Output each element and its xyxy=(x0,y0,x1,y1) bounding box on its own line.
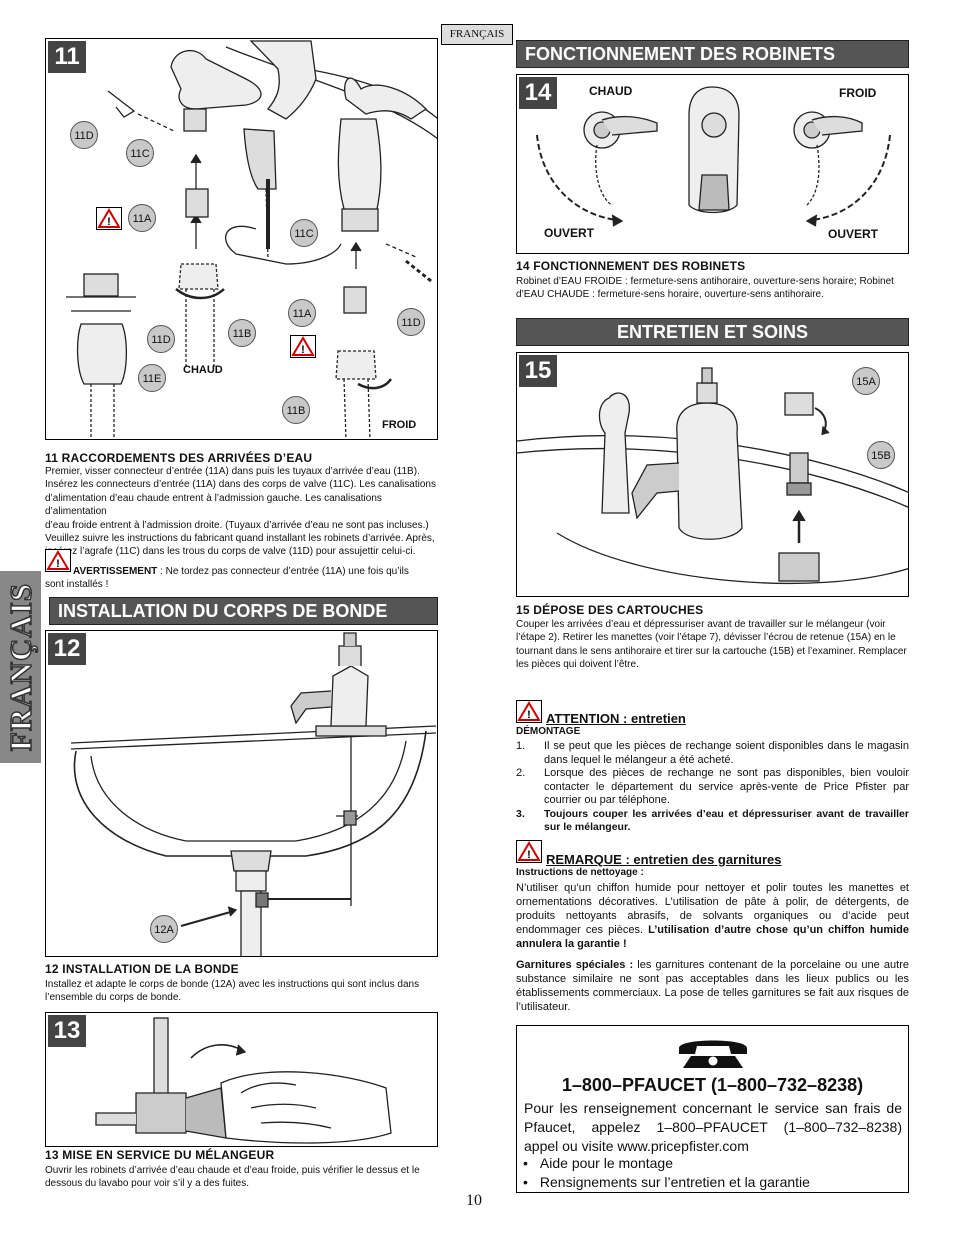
cartridge-removal-illustration xyxy=(517,367,908,585)
step-13-figure: 13 xyxy=(45,1012,438,1147)
callout-11e: 11E xyxy=(138,364,166,392)
callout-11c-right: 11C xyxy=(290,219,318,247)
step-number: 15 xyxy=(519,355,557,387)
page-number: 10 xyxy=(466,1192,482,1209)
step-number: 13 xyxy=(48,1015,86,1047)
step-number: 12 xyxy=(48,633,86,665)
warning-icon: ! xyxy=(96,207,122,230)
label-hot: CHAUD xyxy=(589,84,633,98)
drain-illustration xyxy=(70,632,437,956)
language-tab: FRANÇAIS xyxy=(441,24,513,45)
callout-11b: 11B xyxy=(228,319,256,347)
contact-box: 1–800–PFAUCET (1–800–732–8238) Pour les … xyxy=(516,1025,909,1193)
label-cold: FROID xyxy=(839,86,877,100)
phone-title: 1–800–PFAUCET (1–800–732–8238) xyxy=(561,1075,864,1095)
contact-bullet: •Rensignements sur l’entretien et la gar… xyxy=(523,1174,810,1190)
side-language-tab: FRANÇAIS xyxy=(0,571,41,763)
step-number: 14 xyxy=(519,77,557,109)
step-11-caption-text: Premier, visser connecteur d’entrée (11A… xyxy=(45,466,436,558)
step-number: 11 xyxy=(48,41,86,73)
section-header-drain: INSTALLATION DU CORPS DE BONDE xyxy=(49,597,438,625)
remarque-title: REMARQUE : entretien des garnitures xyxy=(546,852,782,867)
step-13-caption-text: Ouvrir les robinets d’arrivée d’eau chau… xyxy=(45,1165,420,1190)
svg-text:!: ! xyxy=(527,849,531,861)
section-header-operation: FONCTIONNEMENT DES ROBINETS xyxy=(516,40,909,68)
step-14-caption-text: Robinet d’EAU FROIDE : fermeture-sens an… xyxy=(516,276,894,301)
step-12-caption-title: 12 INSTALLATION DE LA BONDE xyxy=(45,962,239,976)
warning-icon: ! xyxy=(516,700,542,723)
step-14-caption-title: 14 FONCTIONNEMENT DES ROBINETS xyxy=(516,259,746,273)
callout-11a-right: 11A xyxy=(288,299,316,327)
step-11-caption-title: 11 RACCORDEMENTS DES ARRIVÉES D’EAU xyxy=(45,451,313,465)
attention-title: ATTENTION : entretien xyxy=(546,711,686,726)
contact-bullet: •Aide pour le montage xyxy=(523,1155,673,1171)
shutoff-valve-illustration xyxy=(95,1017,392,1144)
section-header-care: ENTRETIEN ET SOINS xyxy=(516,318,909,346)
callout-11c: 11C xyxy=(126,139,154,167)
contact-text: Pour les renseignement concernant le ser… xyxy=(524,1100,902,1154)
water-supply-illustration xyxy=(66,40,437,439)
callout-11d-low: 11D xyxy=(147,325,175,353)
step-14-figure: 14 CHAUD FROID OUVERT OUVERT xyxy=(516,74,909,254)
label-cold: FROID xyxy=(382,419,417,431)
step-15-figure: 15 15A 15B xyxy=(516,352,909,597)
label-open-left: OUVERT xyxy=(544,226,595,240)
callout-11d-right: 11D xyxy=(397,308,425,336)
step-12-caption-text: Installez et adapte le corps de bonde (1… xyxy=(45,979,420,1004)
step-11-figure: 11 xyxy=(45,38,438,440)
callout-15b: 15B xyxy=(867,441,895,469)
callout-12a: 12A xyxy=(150,915,178,943)
step-12-figure: 12 12A xyxy=(45,630,438,957)
step-15-caption-text: Couper les arrivées d’eau et dépressuris… xyxy=(516,619,907,671)
callout-11a: 11A xyxy=(128,204,156,232)
svg-text:!: ! xyxy=(107,216,111,228)
remarque-text: N’utiliser qu’un chiffon humide pour net… xyxy=(516,882,910,950)
list-item: 2.Lorsque des pièces de rechange ne sont… xyxy=(516,767,909,806)
step-13-caption-title: 13 MISE EN SERVICE DU MÉLANGEUR xyxy=(45,1148,275,1162)
label-hot: CHAUD xyxy=(183,364,223,376)
label-open-right: OUVERT xyxy=(828,227,879,241)
callout-11d: 11D xyxy=(70,121,98,149)
warning-icon: ! xyxy=(45,549,71,572)
step-11-warning: AVERTISSEMENT : Ne tordez pas connecteur… xyxy=(45,566,409,591)
list-item: 3.Toujours couper les arrivées d’eau et … xyxy=(516,807,909,834)
remarque-subtitle: Instructions de nettoyage : xyxy=(516,867,644,878)
callout-15a: 15A xyxy=(852,367,880,395)
remarque-special: Garnitures spéciales : les garnitures co… xyxy=(516,959,909,1013)
attention-subtitle: DÉMONTAGE xyxy=(516,726,581,737)
warning-icon: ! xyxy=(516,840,542,863)
step-15-caption-title: 15 DÉPOSE DES CARTOUCHES xyxy=(516,603,704,617)
list-item: 1.Il se peut que les pièces de rechange … xyxy=(516,740,909,766)
svg-text:!: ! xyxy=(56,558,60,570)
handle-operation-illustration xyxy=(536,86,891,227)
telephone-icon xyxy=(679,1040,747,1068)
svg-text:!: ! xyxy=(527,709,531,721)
attention-list: 1.Il se peut que les pièces de rechange … xyxy=(516,740,909,835)
warning-icon: ! xyxy=(290,335,316,358)
svg-text:!: ! xyxy=(301,344,305,356)
callout-11b-right: 11B xyxy=(282,396,310,424)
